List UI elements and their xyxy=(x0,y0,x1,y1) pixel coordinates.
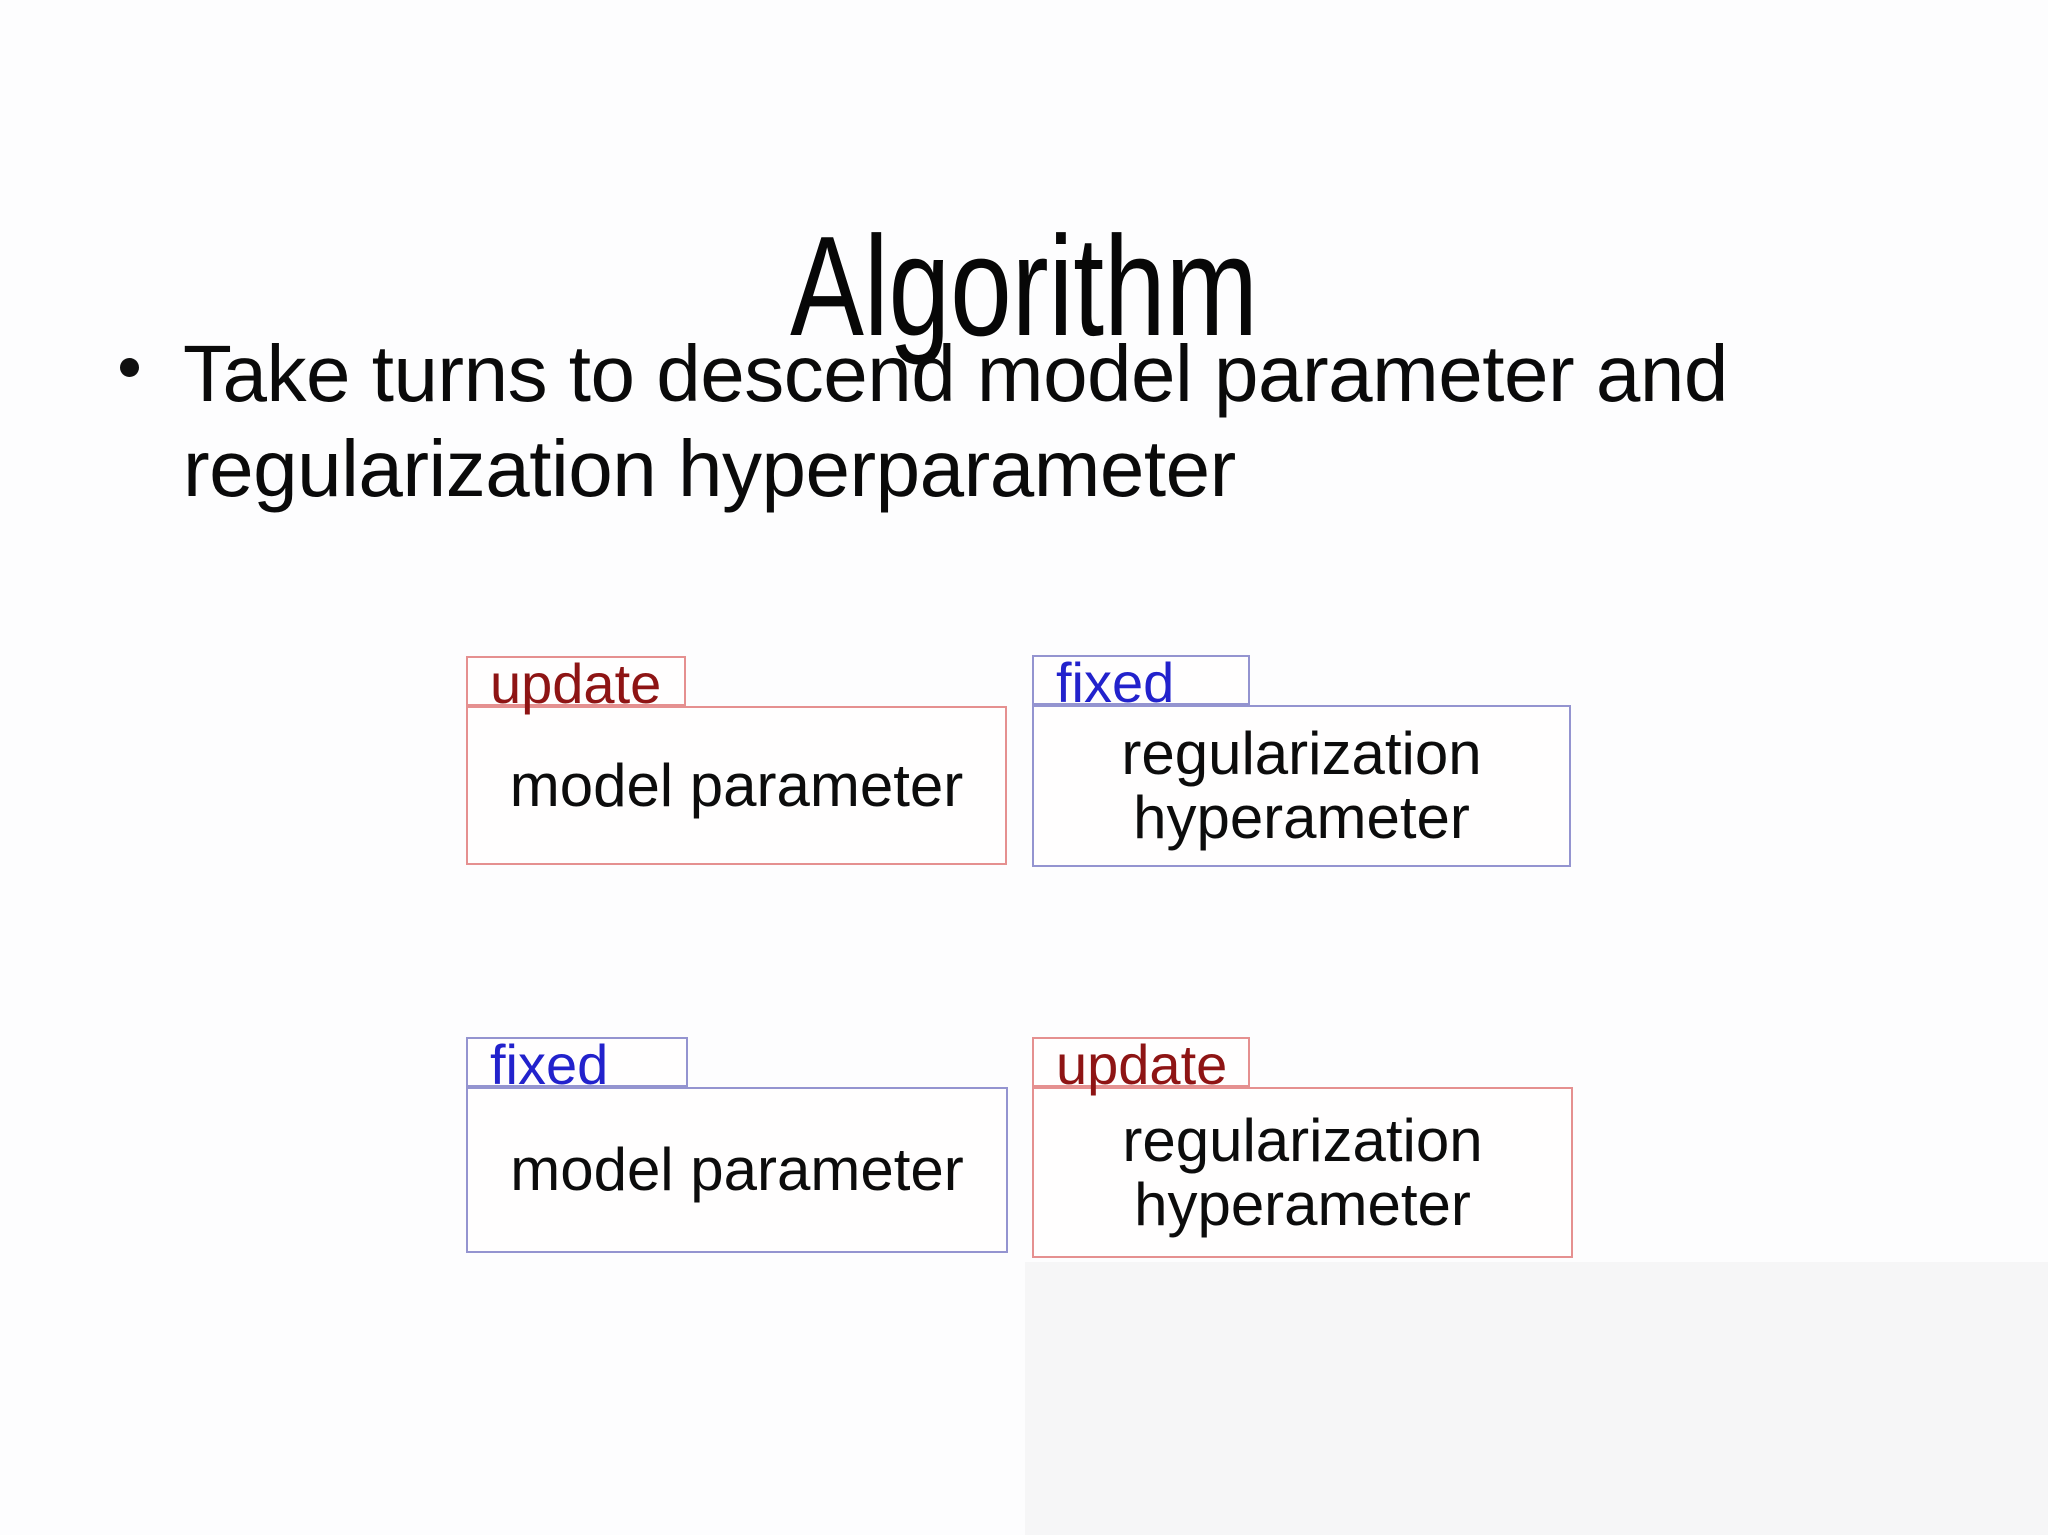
box-regularization-hyperameter-top-right: regularization hyperameter xyxy=(1032,705,1571,867)
slide-title: Algorithm xyxy=(790,207,1258,367)
bullet-line-1: Take turns to descend model parameter an… xyxy=(183,329,1728,418)
box-model-parameter-top-left: model parameter xyxy=(466,706,1007,865)
tab-fixed-top-right: fixed xyxy=(1032,655,1250,711)
tab-fixed-bottom-left: fixed xyxy=(466,1037,688,1093)
tab-update-bottom-right: update xyxy=(1032,1037,1250,1093)
tab-update-top-left: update xyxy=(466,656,686,712)
background-shade xyxy=(1025,1262,2048,1535)
bullet-text: Take turns to descend model parameter an… xyxy=(183,326,1933,516)
box-regularization-hyperameter-bottom-right: regularization hyperameter xyxy=(1032,1087,1573,1258)
box-model-parameter-bottom-left: model parameter xyxy=(466,1087,1008,1253)
bullet-line-2: regularization hyperparameter xyxy=(183,424,1236,513)
bullet-marker xyxy=(120,358,139,377)
